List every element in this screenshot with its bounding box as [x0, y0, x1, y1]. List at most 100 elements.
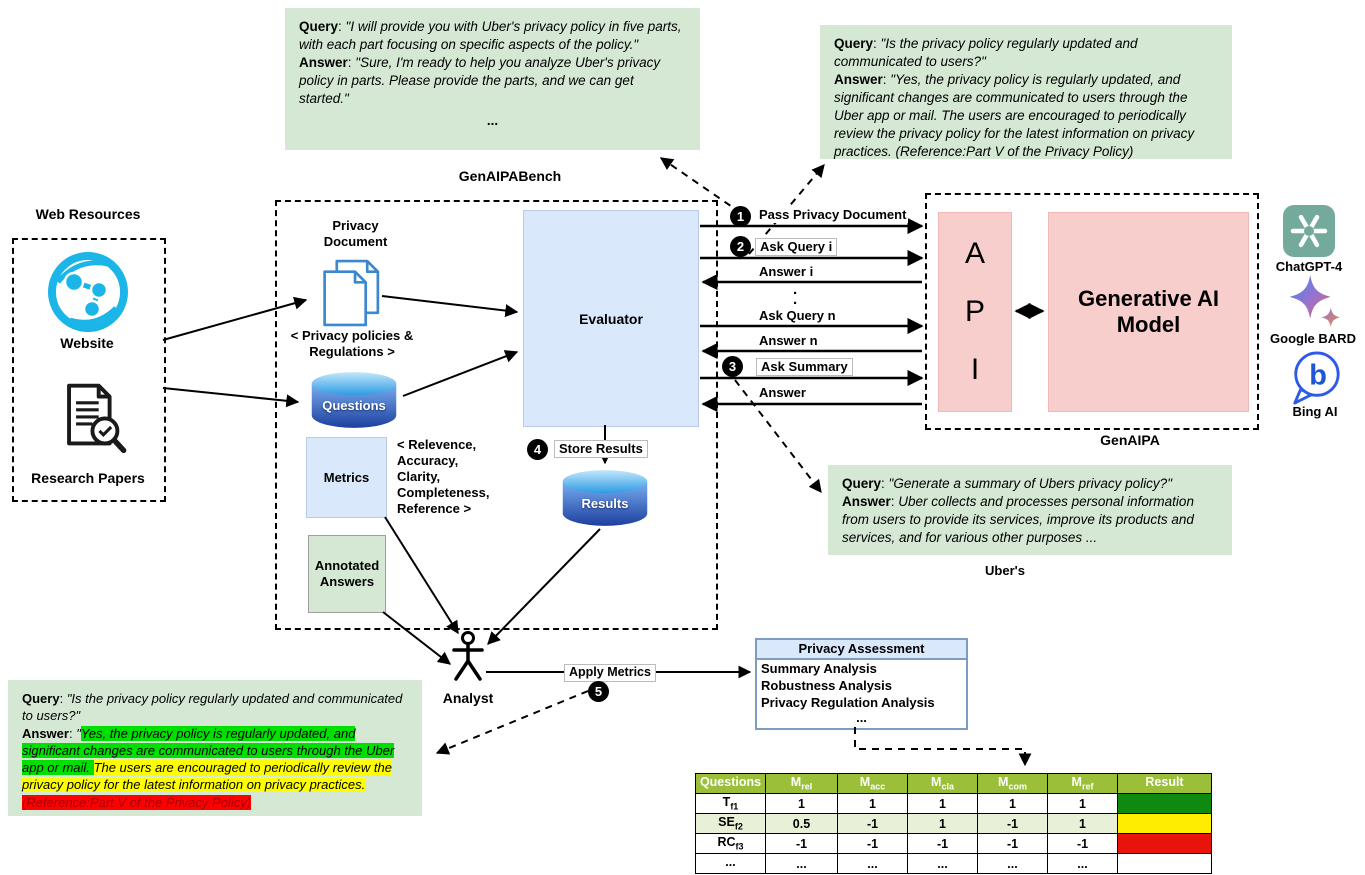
table-header-row: Questions Mrel Macc Mcla Mcom Mref Resul…: [695, 773, 1212, 794]
result-cell: [1117, 813, 1212, 834]
callout-summary-dialog: Query: "Generate a summary of Ubers priv…: [828, 465, 1232, 555]
cell: 1: [977, 793, 1048, 814]
research-papers-label: Research Papers: [31, 470, 145, 486]
web-resources-box: [12, 238, 166, 502]
answer-label: Answer: [842, 493, 891, 509]
api-letter: P: [964, 295, 985, 328]
col-m-cla: Mcla: [907, 773, 978, 794]
cell: ...: [837, 853, 908, 874]
col-m-com: Mcom: [977, 773, 1048, 794]
cell: -1: [1047, 833, 1118, 854]
evaluator-box: Evaluator: [523, 210, 699, 427]
assessment-item: Privacy Regulation Analysis: [761, 695, 935, 710]
query-label: Query: [22, 691, 60, 706]
separator: :: [347, 54, 356, 70]
sequence-ellipsis: · ·: [793, 285, 798, 312]
table-row: SEf2 0.5 -1 1 -1 1: [695, 813, 1212, 834]
website-label: Website: [60, 335, 114, 351]
annotated-answers-box: Annotated Answers: [308, 535, 386, 613]
col-m-acc: Macc: [837, 773, 908, 794]
row-label: SEf2: [695, 813, 766, 834]
answer-text: Uber collects and processes personal inf…: [842, 493, 1194, 545]
web-resources-title: Web Resources: [35, 206, 141, 222]
query-text: "Is the privacy policy regularly updated…: [22, 691, 403, 724]
separator: :: [890, 493, 899, 509]
genaipa-box: [925, 193, 1259, 430]
bing-b-glyph: b: [1309, 360, 1327, 392]
open-quote: ": [76, 725, 81, 741]
annotated-answers-label: Annotated Answers: [314, 557, 380, 589]
answer-n-label: Answer n: [757, 333, 820, 350]
row-label: Tf1: [695, 793, 766, 814]
apply-metrics-label: Apply Metrics: [564, 664, 656, 682]
answer-label: Answer: [299, 54, 348, 70]
step-1-badge: 1: [730, 206, 751, 227]
query-label: Query: [834, 36, 874, 51]
questions-db-icon: [311, 372, 397, 428]
api-box: A P I: [938, 212, 1012, 412]
privacy-assessment-box: Privacy Assessment Summary Analysis Robu…: [755, 638, 968, 730]
query-text: "I will provide you with Uber's privacy …: [299, 19, 682, 52]
result-cell: [1117, 793, 1212, 814]
cell: 1: [907, 813, 978, 834]
metrics-box: Metrics: [306, 437, 387, 518]
col-result: Result: [1117, 773, 1212, 794]
ask-query-n-label: Ask Query n: [757, 308, 838, 325]
cell: ...: [1047, 853, 1118, 874]
pass-privacy-document-label: Pass Privacy Document: [757, 207, 909, 224]
questions-db-label: Questions: [322, 398, 386, 413]
query-label: Query: [842, 476, 882, 491]
analyst-icon: [452, 631, 484, 681]
col-m-ref: Mref: [1047, 773, 1118, 794]
table-row: Tf1 1 1 1 1 1: [695, 793, 1212, 814]
cell: ...: [907, 853, 978, 874]
evaluator-label: Evaluator: [579, 310, 643, 327]
cell: 1: [1047, 793, 1118, 814]
google-bard-label: Google BARD: [1270, 331, 1356, 346]
cell: 0.5: [765, 813, 838, 834]
table-row: ... ... ... ... ... ...: [695, 853, 1212, 874]
answer-text: "Sure, I'm ready to help you analyze Ube…: [299, 54, 661, 106]
genaipabench-title: GenAIPABench: [458, 168, 562, 184]
step-2-badge: 2: [730, 236, 751, 257]
row-label: ...: [695, 853, 766, 874]
cell: 1: [1047, 813, 1118, 834]
cell: -1: [765, 833, 838, 854]
ubers-caption: Uber's: [985, 563, 1025, 578]
analyst-label: Analyst: [442, 690, 494, 706]
step-4-badge: 4: [527, 439, 548, 460]
separator: :: [338, 19, 346, 34]
api-letter: A: [964, 237, 985, 270]
table-row: RCf3 -1 -1 -1 -1 -1: [695, 833, 1212, 854]
website-globe-icon: [48, 252, 128, 332]
generative-ai-model-label: Generative AI Model: [1077, 285, 1220, 337]
bing-ai-label: Bing AI: [1292, 404, 1338, 419]
privacy-document-icon: [323, 259, 380, 327]
results-table: Questions Mrel Macc Mcla Mcom Mref Resul…: [695, 773, 1212, 874]
privacy-caption: < Privacy policies & Regulations >: [290, 328, 414, 359]
ask-query-i-label: Ask Query i: [755, 238, 838, 257]
step-3-badge: 3: [722, 356, 743, 377]
cell: 1: [907, 793, 978, 814]
ellipsis: ...: [486, 112, 499, 128]
ask-summary-label: Ask Summary: [756, 358, 853, 377]
results-db-icon: [562, 470, 648, 526]
answer-label: Answer: [22, 725, 69, 741]
callout-parts-dialog: Query: "I will provide you with Uber's p…: [285, 8, 700, 150]
cell: -1: [907, 833, 978, 854]
assessment-item: Summary Analysis: [761, 661, 877, 676]
bing-ai-icon: b: [1293, 351, 1340, 405]
query-text: "Is the privacy policy regularly updated…: [834, 36, 1138, 69]
separator: :: [59, 691, 67, 706]
separator: :: [68, 725, 77, 741]
callout-annotated-dialog: Query: "Is the privacy policy regularly …: [8, 680, 422, 816]
privacy-document-label: Privacy Document: [323, 218, 388, 249]
separator: :: [873, 36, 881, 51]
cell: -1: [977, 833, 1048, 854]
step-5-badge: 5: [588, 681, 609, 702]
metrics-label: Metrics: [323, 470, 370, 485]
store-results-label: Store Results: [554, 440, 648, 459]
cell: -1: [837, 833, 908, 854]
research-papers-icon: [67, 383, 127, 454]
